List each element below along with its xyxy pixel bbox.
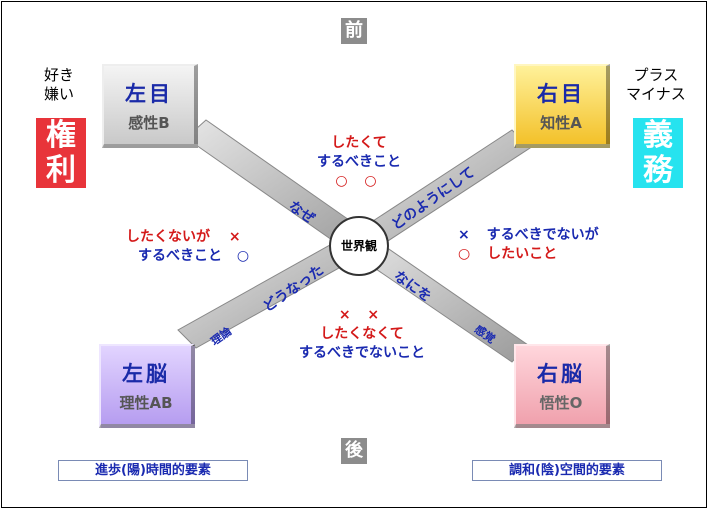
right-tag-line1: 義 (643, 118, 673, 153)
box-right-brain-title: 右脳 (537, 362, 585, 386)
left-tag-line2: 利 (46, 153, 76, 188)
box-left-eye: 左目 感性B (102, 64, 198, 148)
left-tag-line1: 権 (46, 118, 76, 153)
quadrant-left-text: したくないが × するべきこと ○ (126, 228, 276, 266)
box-left-eye-subtitle: 感性B (128, 114, 170, 132)
left-tag-rights: 権 利 (36, 118, 86, 188)
back-label: 後 (341, 438, 367, 464)
quadrant-bottom-line1: したくなくて (320, 326, 404, 342)
left-caption-line1: 好き (44, 66, 75, 84)
right-tag-line2: 務 (643, 153, 673, 188)
quadrant-left-line1: したくないが (126, 229, 210, 245)
quadrant-top-marks-text: ○ ○ (335, 173, 383, 189)
note-right: 調和(陰)空間的要素 (472, 460, 662, 481)
note-left: 進歩(陽)時間的要素 (58, 460, 248, 481)
center-worldview: 世界観 (329, 216, 389, 276)
quadrant-top-marks: ○ ○ (300, 172, 418, 191)
box-right-brain-subtitle: 悟性O (539, 394, 583, 412)
box-right-eye-subtitle: 知性A (540, 114, 582, 132)
quadrant-right-mark1: × (458, 227, 470, 243)
quadrant-right-mark2: ○ (458, 246, 471, 262)
quadrant-right-line2: したいこと (487, 246, 558, 262)
box-left-brain: 左脳 理性AB (99, 344, 195, 428)
quadrant-top-text: したくて するべきこと ○ ○ (300, 134, 418, 191)
quadrant-bottom-line2: するべきでないこと (299, 345, 425, 361)
quadrant-bottom-text: × × したくなくて するべきでないこと (282, 306, 442, 363)
quadrant-top-line1: したくて (331, 135, 387, 151)
box-right-eye-title: 右目 (537, 82, 585, 106)
box-right-eye: 右目 知性A (514, 64, 610, 148)
right-caption-line1: プラス (633, 66, 679, 84)
quadrant-left-line2: するべきこと (138, 248, 222, 264)
left-caption-line2: 嫌い (44, 85, 75, 103)
quadrant-right-text: × するべきでないが ○ したいこと (458, 226, 658, 264)
quadrant-top-line2: するべきこと (317, 154, 401, 170)
box-left-brain-subtitle: 理性AB (119, 394, 173, 412)
quadrant-left-mark2: ○ (236, 248, 250, 264)
right-caption: プラス マイナス (626, 66, 686, 104)
box-right-brain: 右脳 悟性O (514, 344, 610, 428)
quadrant-left-mark1: × (228, 229, 241, 245)
box-left-eye-title: 左目 (125, 82, 173, 106)
right-tag-duty: 義 務 (633, 118, 683, 188)
quadrant-bottom-marks: × × (338, 307, 386, 323)
right-caption-line2: マイナス (626, 85, 686, 103)
left-caption: 好き 嫌い (44, 66, 74, 104)
front-label: 前 (341, 18, 367, 44)
quadrant-right-line1: するべきでないが (486, 227, 599, 243)
box-left-brain-title: 左脳 (122, 362, 170, 386)
